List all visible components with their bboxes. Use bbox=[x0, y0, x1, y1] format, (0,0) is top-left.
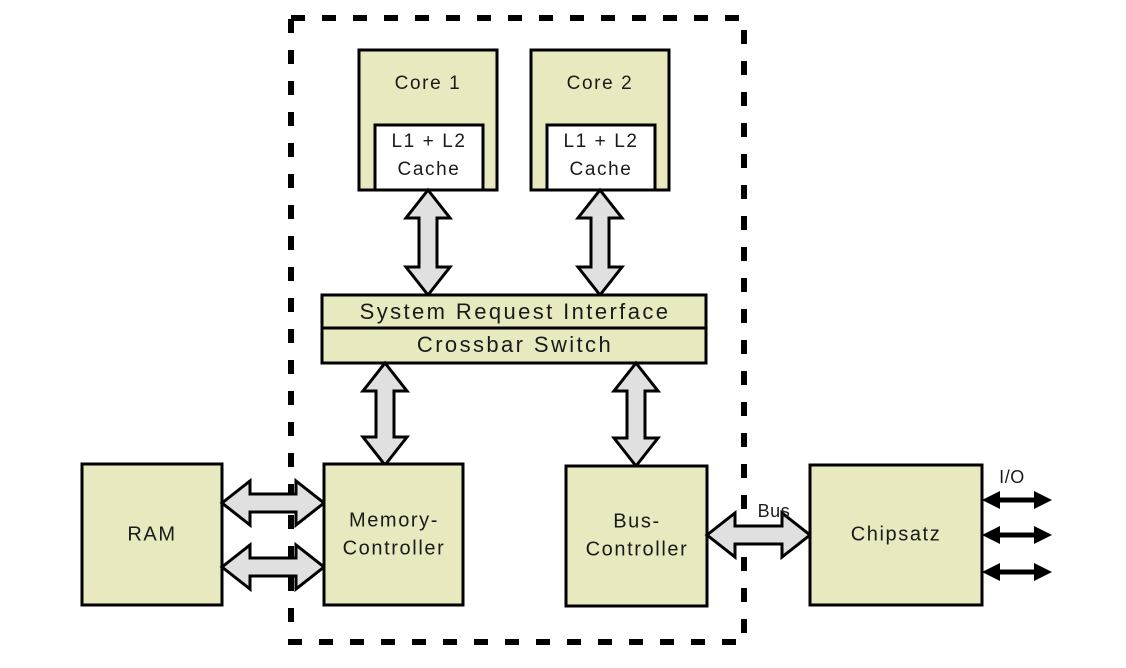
chipset-box[interactable] bbox=[808, 463, 984, 607]
ram-group: RAM bbox=[80, 462, 224, 607]
system-request-interface-label: System Request Interface bbox=[360, 299, 671, 324]
ram-to-memory-controller-arrow-upper bbox=[219, 477, 327, 529]
core-1-cache-box[interactable] bbox=[373, 123, 485, 192]
core-2-cache-label-line2: Cache bbox=[570, 159, 633, 180]
crossbar-to-bus-controller-arrow bbox=[610, 360, 662, 469]
memory-controller-label-line2: Controller bbox=[343, 537, 446, 559]
io-arrow-2 bbox=[982, 526, 1052, 544]
core2-to-sri-arrow bbox=[574, 187, 626, 298]
ram-to-memory-controller-arrow-lower bbox=[219, 541, 327, 593]
chipset-label: Chipsatz bbox=[851, 523, 942, 545]
core-1-cache-label-line2: Cache bbox=[398, 159, 461, 180]
bus-label: Bus bbox=[758, 501, 791, 521]
memory-controller-box[interactable] bbox=[322, 462, 465, 607]
io-label: I/O bbox=[999, 467, 1025, 487]
crossbar-to-memory-controller-arrow bbox=[359, 360, 411, 468]
core-1-group: Core 1 L1 + L2 Cache bbox=[357, 48, 499, 192]
io-arrow-3 bbox=[982, 563, 1052, 581]
system-request-interface-group: System Request Interface bbox=[320, 293, 708, 330]
bus-controller-label-line2: Controller bbox=[586, 538, 689, 560]
core-2-group: Core 2 L1 + L2 Cache bbox=[529, 48, 671, 192]
cpu-die-boundary bbox=[288, 15, 747, 645]
memory-controller-group: Memory- Controller bbox=[322, 462, 465, 607]
io-arrow-1 bbox=[982, 491, 1052, 509]
bus-controller-box[interactable] bbox=[564, 464, 709, 608]
crossbar-switch-group: Crossbar Switch bbox=[320, 326, 708, 365]
core-1-label: Core 1 bbox=[395, 73, 462, 94]
core1-to-sri-arrow bbox=[402, 187, 454, 298]
crossbar-switch-label: Crossbar Switch bbox=[417, 332, 613, 357]
system-request-interface-box[interactable] bbox=[320, 293, 708, 330]
bus-controller-group: Bus- Controller bbox=[564, 464, 709, 608]
core-1-cache-label-line1: L1 + L2 bbox=[391, 131, 466, 152]
core-2-label: Core 2 bbox=[567, 73, 634, 94]
bus-controller-label-line1: Bus- bbox=[613, 510, 661, 532]
crossbar-switch-box[interactable] bbox=[320, 326, 708, 365]
ram-box[interactable] bbox=[80, 462, 224, 607]
core-2-cache-label-line1: L1 + L2 bbox=[563, 131, 638, 152]
ram-label: RAM bbox=[127, 523, 176, 545]
memory-controller-label-line1: Memory- bbox=[349, 509, 439, 531]
chipset-group: Chipsatz bbox=[808, 463, 984, 607]
